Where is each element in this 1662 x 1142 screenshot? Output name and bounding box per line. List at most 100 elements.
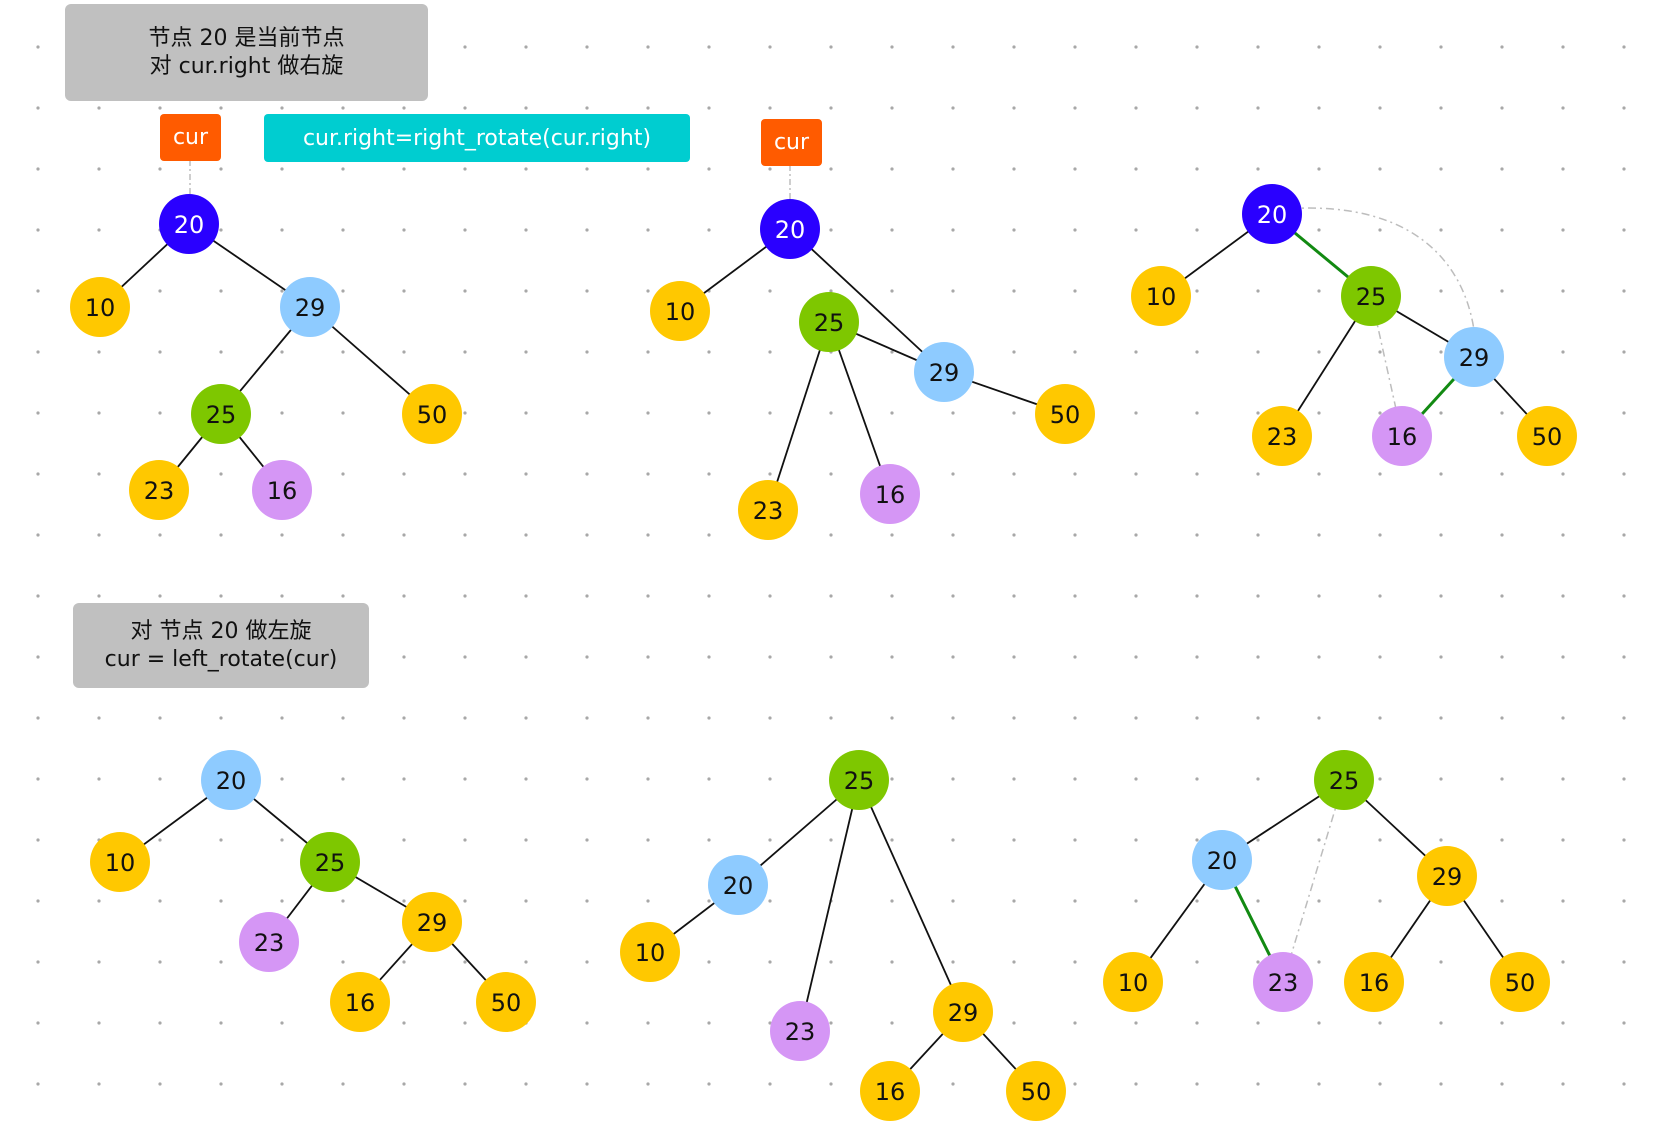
tree-node-d2-16: 16 bbox=[860, 464, 920, 524]
node-label: 25 bbox=[1356, 283, 1387, 311]
tree-node-d5-50: 50 bbox=[1006, 1061, 1066, 1121]
tree-node-d4-29: 29 bbox=[402, 892, 462, 952]
diagram-4-edges bbox=[119, 779, 507, 1003]
node-circle bbox=[159, 194, 219, 254]
tree-node-d1-29: 29 bbox=[280, 277, 340, 337]
node-circle bbox=[620, 922, 680, 982]
tree-node-d4-25: 25 bbox=[300, 832, 360, 892]
node-label: 10 bbox=[85, 294, 116, 322]
node-label: 25 bbox=[844, 767, 875, 795]
node-label: 29 bbox=[929, 359, 960, 387]
node-circle bbox=[252, 460, 312, 520]
node-label: 50 bbox=[491, 989, 522, 1017]
node-label: 16 bbox=[875, 1078, 906, 1106]
node-label: 10 bbox=[1118, 969, 1149, 997]
node-circle bbox=[860, 464, 920, 524]
node-circle bbox=[738, 480, 798, 540]
node-label: 25 bbox=[315, 849, 346, 877]
tree-node-d5-23: 23 bbox=[770, 1001, 830, 1061]
node-label: 29 bbox=[948, 999, 979, 1027]
node-label: 16 bbox=[1359, 969, 1390, 997]
tree-node-d1-16: 16 bbox=[252, 460, 312, 520]
node-label: 25 bbox=[814, 309, 845, 337]
node-circle bbox=[1517, 406, 1577, 466]
node-circle bbox=[1035, 384, 1095, 444]
node-circle bbox=[1341, 266, 1401, 326]
node-circle bbox=[1314, 750, 1374, 810]
node-label: 29 bbox=[1459, 344, 1490, 372]
node-circle bbox=[1252, 406, 1312, 466]
node-circle bbox=[1192, 830, 1252, 890]
tree-node-d2-25: 25 bbox=[799, 292, 859, 352]
node-circle bbox=[799, 292, 859, 352]
diagram-5-edges bbox=[649, 779, 1037, 1092]
tree-node-d2-29: 29 bbox=[914, 342, 974, 402]
node-label: 29 bbox=[417, 909, 448, 937]
tree-node-d4-23: 23 bbox=[239, 912, 299, 972]
tree-node-d4-16: 16 bbox=[330, 972, 390, 1032]
node-label: 20 bbox=[775, 216, 806, 244]
diagram-3-edges bbox=[1160, 207, 1548, 438]
tree-node-d3-23: 23 bbox=[1252, 406, 1312, 466]
tree-node-d6-20: 20 bbox=[1192, 830, 1252, 890]
cur-pointer-tag: cur bbox=[160, 114, 221, 161]
node-circle bbox=[300, 832, 360, 892]
node-circle bbox=[402, 384, 462, 444]
node-label: 10 bbox=[105, 849, 136, 877]
node-label: 50 bbox=[1021, 1078, 1052, 1106]
code-tag: cur.right=right_rotate(cur.right) bbox=[264, 114, 690, 162]
node-label: 25 bbox=[1329, 767, 1360, 795]
node-label: 50 bbox=[1505, 969, 1536, 997]
node-circle bbox=[760, 199, 820, 259]
node-label: 10 bbox=[635, 939, 666, 967]
tree-node-d5-16: 16 bbox=[860, 1061, 920, 1121]
node-label: 20 bbox=[723, 872, 754, 900]
node-label: 16 bbox=[267, 477, 298, 505]
tree-node-d3-29: 29 bbox=[1444, 327, 1504, 387]
node-circle bbox=[1131, 266, 1191, 326]
node-circle bbox=[829, 750, 889, 810]
note-line: 对 节点 20 做左旋 bbox=[130, 618, 312, 644]
node-label: 10 bbox=[665, 298, 696, 326]
node-label: 23 bbox=[1268, 969, 1299, 997]
tree-node-d5-25: 25 bbox=[829, 750, 889, 810]
node-circle bbox=[402, 892, 462, 952]
node-circle bbox=[1242, 184, 1302, 244]
tree-node-d2-10: 10 bbox=[650, 281, 710, 341]
note-right-rotate: 节点 20 是当前节点 对 cur.right 做右旋 bbox=[65, 4, 428, 101]
node-circle bbox=[129, 460, 189, 520]
node-circle bbox=[330, 972, 390, 1032]
tree-node-d3-10: 10 bbox=[1131, 266, 1191, 326]
node-circle bbox=[476, 972, 536, 1032]
tree-node-d4-50: 50 bbox=[476, 972, 536, 1032]
node-circle bbox=[708, 855, 768, 915]
note-line: 对 cur.right 做右旋 bbox=[149, 53, 344, 79]
tree-node-d4-10: 10 bbox=[90, 832, 150, 892]
node-circle bbox=[1103, 952, 1163, 1012]
node-label: 20 bbox=[216, 767, 247, 795]
tree-node-d3-25: 25 bbox=[1341, 266, 1401, 326]
diagram-1-edges bbox=[99, 223, 433, 491]
node-circle bbox=[933, 982, 993, 1042]
node-label: 23 bbox=[254, 929, 285, 957]
node-circle bbox=[1444, 327, 1504, 387]
tree-node-d1-10: 10 bbox=[70, 277, 130, 337]
tree-node-d3-50: 50 bbox=[1517, 406, 1577, 466]
tree-node-d2-20: 20 bbox=[760, 199, 820, 259]
node-label: 20 bbox=[1207, 847, 1238, 875]
node-label: 25 bbox=[206, 401, 237, 429]
node-circle bbox=[770, 1001, 830, 1061]
node-label: 23 bbox=[753, 497, 784, 525]
node-label: 23 bbox=[1267, 423, 1298, 451]
node-label: 23 bbox=[144, 477, 175, 505]
tree-node-d2-50: 50 bbox=[1035, 384, 1095, 444]
tree-node-d6-10: 10 bbox=[1103, 952, 1163, 1012]
node-circle bbox=[1490, 952, 1550, 1012]
node-circle bbox=[280, 277, 340, 337]
tree-node-d5-10: 10 bbox=[620, 922, 680, 982]
tree-node-d4-20: 20 bbox=[201, 750, 261, 810]
node-circle bbox=[914, 342, 974, 402]
node-circle bbox=[1372, 406, 1432, 466]
tree-node-d5-20: 20 bbox=[708, 855, 768, 915]
tree-nodes: 20 10 29 25 50 23 16 20 10 25 29 50 23 16 20 10 25 29 23 16… bbox=[70, 184, 1577, 1121]
